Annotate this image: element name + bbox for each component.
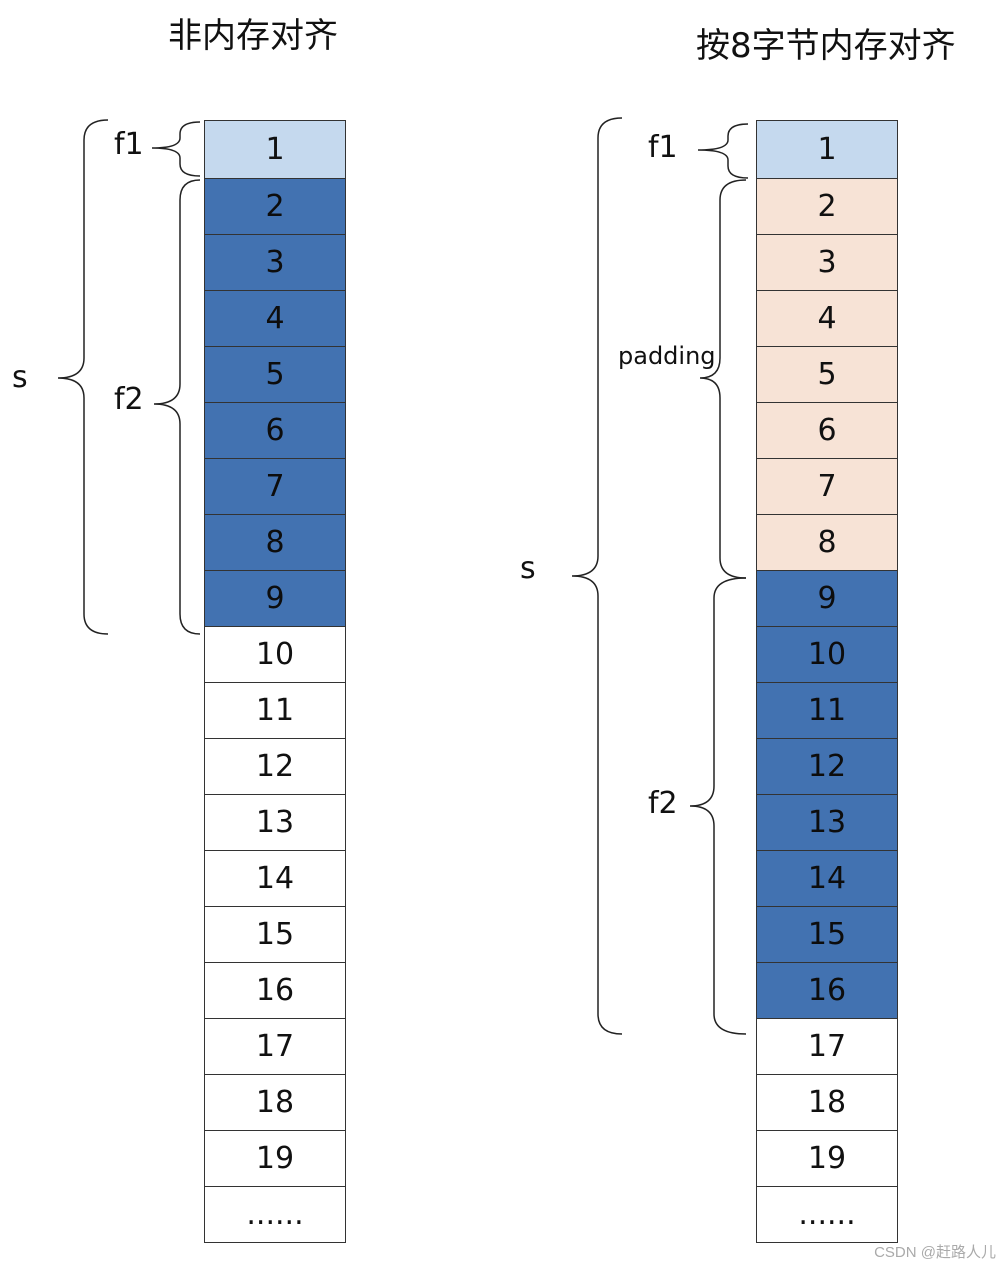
left-memory-cell: 7: [205, 458, 345, 514]
left-memory-cell: 11: [205, 682, 345, 738]
left-memory-cell: 16: [205, 962, 345, 1018]
left-s-brace: [57, 119, 109, 635]
left-panel-title: 非内存对齐: [168, 16, 338, 56]
right-f1-label: f1: [648, 130, 678, 165]
right-f2-brace: [689, 577, 747, 1035]
left-f1-label: f1: [114, 127, 144, 162]
left-memory-cell: 9: [205, 570, 345, 626]
right-memory-cell: 16: [757, 962, 897, 1018]
right-memory-cell: 19: [757, 1130, 897, 1186]
left-memory-cell: 15: [205, 906, 345, 962]
right-padding-label: padding: [618, 342, 716, 370]
right-memory-cell: 4: [757, 290, 897, 346]
right-s-brace: [571, 117, 623, 1035]
left-memory-cell: 5: [205, 346, 345, 402]
left-memory-cell: ......: [205, 1186, 345, 1242]
left-f2-label: f2: [114, 382, 144, 417]
left-memory-cell: 6: [205, 402, 345, 458]
right-memory-cell: 3: [757, 234, 897, 290]
right-memory-cell: 15: [757, 906, 897, 962]
right-memory-cell: 7: [757, 458, 897, 514]
left-memory-cell: 14: [205, 850, 345, 906]
right-memory-cell: 17: [757, 1018, 897, 1074]
right-memory-cell: 14: [757, 850, 897, 906]
left-memory-cell: 13: [205, 794, 345, 850]
right-f1-brace: [697, 123, 749, 179]
right-f2-label: f2: [648, 786, 678, 821]
left-memory-cell: 18: [205, 1074, 345, 1130]
left-s-label: s: [12, 360, 28, 395]
left-memory-cell: 12: [205, 738, 345, 794]
right-memory-cell: 18: [757, 1074, 897, 1130]
right-memory-cell: 10: [757, 626, 897, 682]
right-s-label: s: [520, 551, 536, 586]
right-panel-title: 按8字节内存对齐: [696, 26, 956, 66]
right-memory-cell: ......: [757, 1186, 897, 1242]
right-memory-cell: 12: [757, 738, 897, 794]
right-memory-cell: 2: [757, 178, 897, 234]
right-memory-cell: 1: [757, 121, 897, 178]
left-memory-cell: 10: [205, 626, 345, 682]
watermark: CSDN @赶路人儿: [874, 1244, 996, 1261]
left-f2-brace: [153, 179, 201, 635]
left-memory-cell: 3: [205, 234, 345, 290]
right-memory-cell: 11: [757, 682, 897, 738]
left-memory-cell: 8: [205, 514, 345, 570]
left-memory-cell: 4: [205, 290, 345, 346]
left-memory-cell: 19: [205, 1130, 345, 1186]
right-memory-cell: 8: [757, 514, 897, 570]
left-memory-cell: 17: [205, 1018, 345, 1074]
left-memory-cell: 1: [205, 121, 345, 178]
left-f1-brace: [151, 121, 201, 177]
right-memory-cell: 13: [757, 794, 897, 850]
right-memory-cell: 5: [757, 346, 897, 402]
right-memory-cell: 9: [757, 570, 897, 626]
left-memory-cell: 2: [205, 178, 345, 234]
right-memory-cell: 6: [757, 402, 897, 458]
right-padding-brace: [699, 179, 747, 579]
